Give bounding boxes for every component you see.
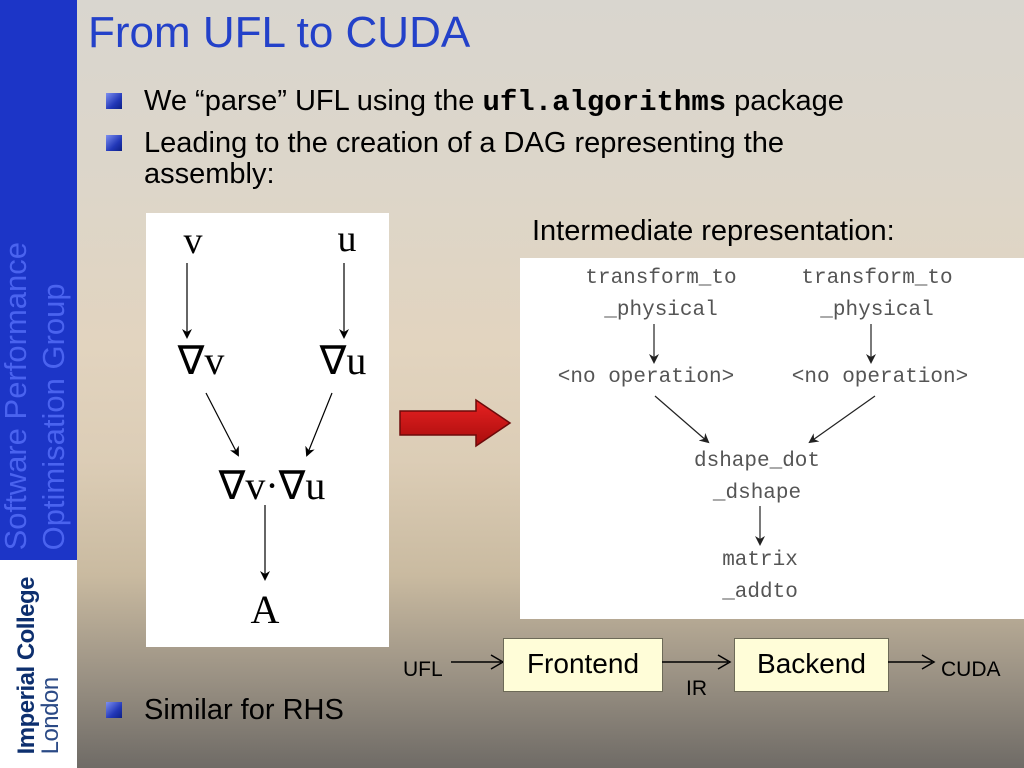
- dag-diagram: v u ∇v ∇u ∇v·∇u A: [146, 213, 389, 647]
- bullet-text-line1: Leading to the creation of a DAG represe…: [144, 127, 785, 159]
- ir-node-dot-1: dshape_dot: [694, 450, 820, 473]
- pipeline-arrow-icon: [451, 654, 505, 670]
- dag-edge: [205, 392, 239, 457]
- bullet-text: Similar for RHS: [144, 694, 344, 726]
- bullet-square-icon: [106, 702, 122, 718]
- ir-heading: Intermediate representation:: [532, 215, 895, 247]
- ir-node-right-top-2: _physical: [819, 299, 933, 322]
- pipeline-arrow-icon: [662, 654, 732, 670]
- bullet-list: We “parse” UFL using the ufl.algorithms …: [106, 86, 1006, 200]
- bullet-item-rhs: Similar for RHS: [106, 695, 344, 726]
- ir-diagram: transform_to _physical transform_to _phy…: [520, 258, 1024, 619]
- dag-node-dot: ∇v·∇u: [218, 463, 326, 508]
- dag-edge: [305, 392, 333, 457]
- dag-node-u: u: [338, 218, 357, 260]
- dag-node-result: A: [251, 587, 280, 632]
- backend-box: Backend: [734, 638, 889, 692]
- bullet-item: We “parse” UFL using the ufl.algorithms …: [106, 86, 1006, 118]
- frontend-box: Frontend: [503, 638, 663, 692]
- pipeline-input-label: UFL: [403, 658, 443, 681]
- bullet-text-post: package: [726, 85, 844, 117]
- imperial-logo: Imperial College London: [0, 577, 77, 754]
- ir-node-left-top-2: _physical: [603, 299, 717, 322]
- ir-edge: [808, 395, 876, 444]
- bullet-square-icon: [106, 135, 122, 151]
- bullet-item: Leading to the creation of a DAG represe…: [106, 128, 1006, 190]
- dag-node-v: v: [184, 220, 203, 262]
- ir-node-left-noop: <no operation>: [558, 366, 734, 389]
- ir-node-matrix-1: matrix: [722, 549, 798, 572]
- pipeline-ir-label: IR: [686, 677, 707, 700]
- bullet-square-icon: [106, 93, 122, 109]
- dag-node-grad-v: ∇v: [177, 338, 225, 383]
- slide-title: From UFL to CUDA: [88, 8, 471, 57]
- bullet-text-line2: assembly:: [144, 158, 275, 190]
- pipeline-arrow-icon: [888, 654, 936, 670]
- logo-line1: Imperial College: [12, 576, 40, 754]
- ir-node-dot-2: _dshape: [712, 482, 801, 505]
- ir-node-matrix-2: _addto: [721, 581, 798, 604]
- dag-node-grad-u: ∇u: [319, 338, 367, 383]
- ir-node-left-top-1: transform_to: [585, 267, 736, 290]
- side-band: [0, 0, 77, 560]
- logo-panel: Imperial College London: [0, 560, 77, 768]
- ir-node-right-noop: <no operation>: [792, 366, 968, 389]
- ir-node-right-top-1: transform_to: [801, 267, 952, 290]
- bullet-text-pre: We “parse” UFL using the: [144, 85, 483, 117]
- group-label: Software Performance Optimisation Group: [0, 0, 74, 560]
- logo-line2: London: [36, 676, 64, 754]
- group-label-line1: Software Performance: [0, 241, 33, 550]
- group-label-line2: Optimisation Group: [36, 282, 71, 550]
- bullet-code: ufl.algorithms: [482, 86, 727, 119]
- pipeline-output-label: CUDA: [941, 658, 1001, 681]
- transform-arrow-icon: [399, 398, 512, 448]
- ir-edge: [654, 395, 710, 444]
